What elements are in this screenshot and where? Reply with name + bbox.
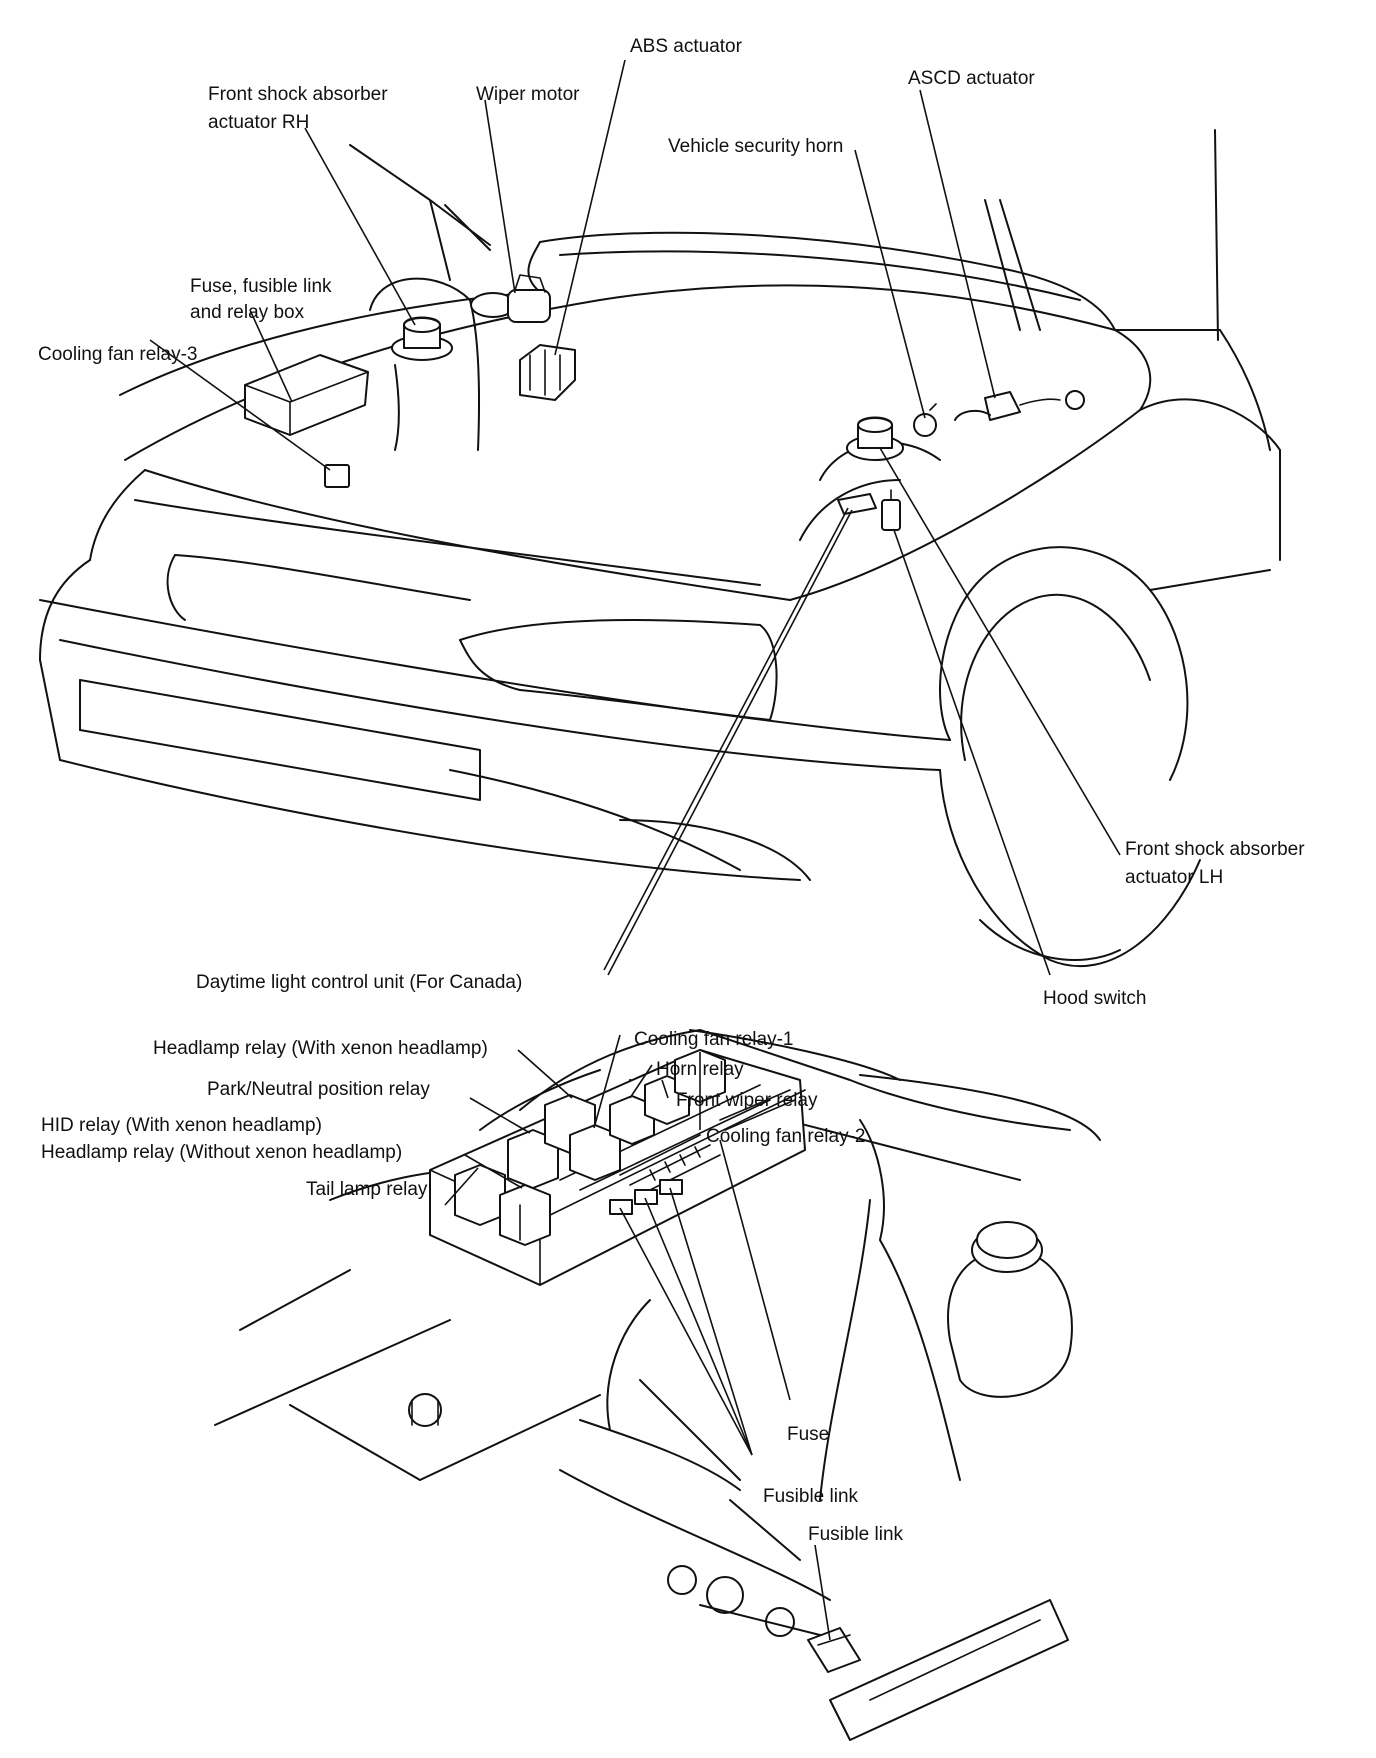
label-cooling-fan-relay-1: Cooling fan relay-1 [634, 1029, 793, 1050]
label-vehicle-security-horn: Vehicle security horn [668, 136, 843, 157]
leader-headlamp-relay-no-xenon [464, 1154, 523, 1189]
label-front-shock-rh-line2: actuator RH [208, 112, 309, 133]
leader-front-wiper-relay [661, 1079, 669, 1099]
leader-cooling-fan-relay-3 [149, 339, 331, 471]
label-hood-switch: Hood switch [1043, 988, 1147, 1009]
leader-fuse-box [249, 309, 293, 403]
label-horn-relay: Horn relay [656, 1059, 744, 1080]
label-wiper-motor: Wiper motor [476, 84, 580, 105]
leader-fusible-link-c [669, 1187, 753, 1456]
leader-tail-lamp-relay [444, 1167, 479, 1206]
labels: ABS actuator Front shock absorber actuat… [38, 36, 1305, 1545]
label-ascd-actuator: ASCD actuator [908, 68, 1035, 89]
leader-fusible-link-a [619, 1207, 753, 1456]
leader-ascd-actuator [919, 89, 996, 399]
ascd-actuator [954, 390, 1085, 421]
headlamp-relay-without-xenon [499, 1184, 551, 1246]
leader-vehicle-security-horn [854, 149, 926, 419]
label-daytime-light: Daytime light control unit (For Canada) [196, 972, 522, 993]
label-tail-lamp-relay: Tail lamp relay [306, 1179, 428, 1200]
leader-park-neutral [469, 1097, 531, 1134]
leader-fusible-link-b [644, 1197, 753, 1456]
fusible-link-block [609, 1179, 683, 1215]
leader-horn-relay [629, 1064, 653, 1099]
park-neutral-position-relay [507, 1129, 559, 1189]
leader-abs-actuator [554, 59, 626, 356]
wiper-motor [470, 274, 551, 323]
hood-switch [881, 489, 901, 531]
label-front-wiper-relay: Front wiper relay [676, 1090, 818, 1111]
label-abs-actuator: ABS actuator [630, 36, 743, 57]
radiator-support-bracket [829, 1599, 1069, 1741]
label-fuse-box-line2: and relay box [190, 302, 305, 323]
leader-daytime-light [603, 507, 849, 971]
front-shock-absorber-actuator-lh [846, 416, 904, 461]
leader-fusible-link-battery [814, 1544, 831, 1641]
label-cooling-fan-relay-3: Cooling fan relay-3 [38, 344, 197, 365]
label-hid-relay: HID relay (With xenon headlamp) [41, 1115, 322, 1136]
leader-fuse [719, 1139, 791, 1401]
leader-cooling-fan-relay-1 [593, 1034, 621, 1129]
leader-daytime-light-2 [607, 509, 853, 976]
label-fusible-link-1: Fusible link [763, 1486, 859, 1507]
label-fuse: Fuse [787, 1424, 829, 1445]
label-park-neutral-relay: Park/Neutral position relay [207, 1079, 430, 1100]
cooling-fan-relay-3 [324, 464, 350, 488]
leader-front-shock-lh [879, 447, 1121, 856]
fuse-block [619, 1089, 796, 1196]
daytime-light-control-unit [837, 493, 877, 515]
label-fusible-link-2: Fusible link [808, 1524, 904, 1545]
leader-wiper-motor [484, 99, 516, 294]
fuse-fusible-link-and-relay-box [244, 354, 369, 436]
label-fuse-box-line1: Fuse, fusible link [190, 276, 332, 297]
leader-hood-switch [893, 529, 1051, 976]
label-headlamp-relay-xenon: Headlamp relay (With xenon headlamp) [153, 1038, 488, 1059]
label-front-shock-lh-line1: Front shock absorber [1125, 839, 1305, 860]
label-cooling-fan-relay-2: Cooling fan relay-2 [706, 1126, 865, 1147]
leader-lines [149, 59, 1121, 1641]
vehicle-security-horn [913, 403, 937, 437]
label-front-shock-lh-line2: actuator LH [1125, 867, 1223, 888]
vehicle-front-illustration [39, 129, 1281, 967]
ground-terminals [667, 1565, 841, 1641]
abs-actuator [519, 344, 576, 401]
leader-headlamp-relay-xenon [517, 1049, 573, 1099]
label-front-shock-rh-line1: Front shock absorber [208, 84, 388, 105]
label-headlamp-relay-no-xenon: Headlamp relay (Without xenon headlamp) [41, 1142, 402, 1163]
leader-front-shock-rh [304, 127, 416, 326]
brake-fluid-reservoir [947, 1221, 1073, 1398]
front-shock-absorber-actuator-rh [391, 316, 453, 361]
battery-terminal [408, 1393, 442, 1427]
